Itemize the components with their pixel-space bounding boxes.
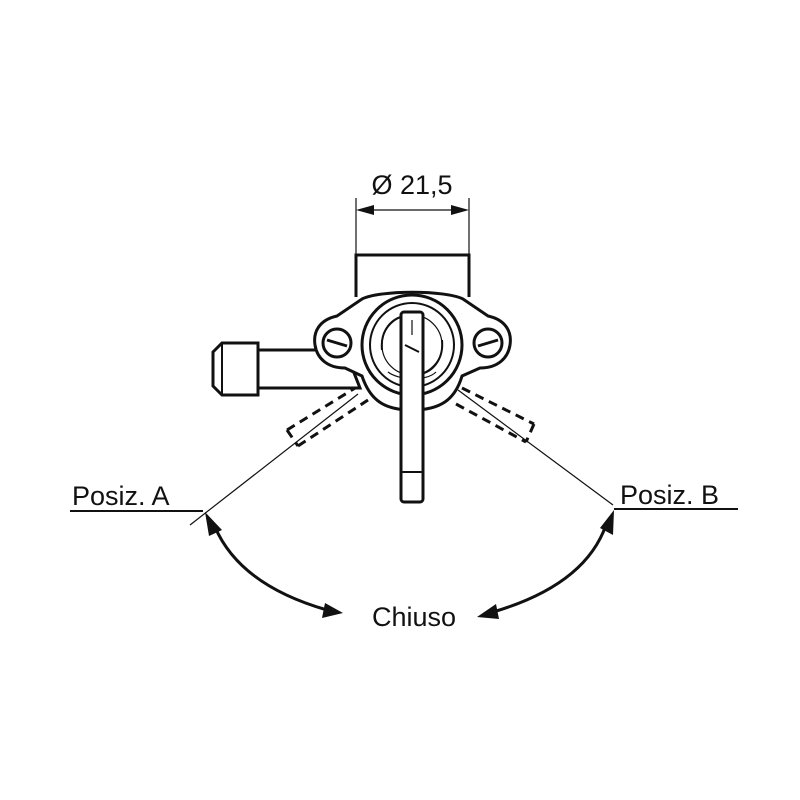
right-arrow-head-bottom [477, 604, 499, 619]
position-b-label: Posiz. B [620, 480, 719, 510]
diameter-dimension: Ø 21,5 [355, 170, 470, 255]
mount-neck [354, 253, 471, 297]
closed-label: Chiuso [372, 602, 456, 632]
left-arrow-head-top [205, 512, 222, 536]
position-a-label: Posiz. A [72, 481, 170, 511]
dimension-arrow-right [451, 205, 469, 215]
position-b: Posiz. B [614, 480, 738, 510]
right-screw-icon [472, 327, 504, 359]
left-screw-icon [321, 327, 353, 359]
dimension-arrow-left [356, 205, 374, 215]
position-a: Posiz. A [70, 481, 203, 512]
lever-alt-position-left [285, 383, 369, 448]
position-a-line [189, 393, 359, 526]
position-b-line [457, 389, 614, 506]
left-rotation-arrow [205, 512, 343, 618]
lever-alt-position-right [455, 386, 536, 444]
diameter-label: Ø 21,5 [371, 170, 452, 200]
right-rotation-arrow [477, 510, 614, 619]
right-arrow-head-top [600, 510, 614, 535]
left-arrow-head-bottom [322, 603, 343, 618]
valve-lever [399, 310, 425, 504]
